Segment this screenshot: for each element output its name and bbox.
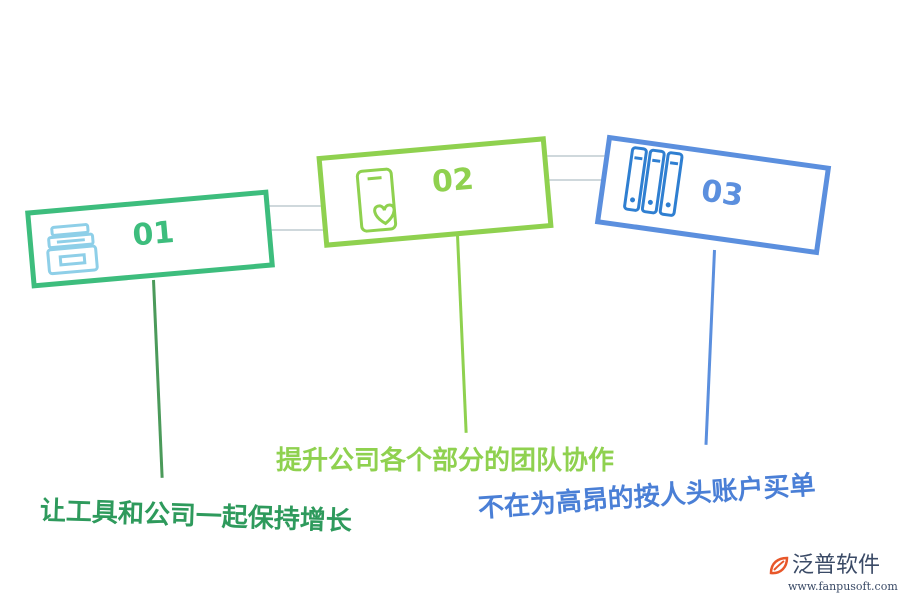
step-card-02: 02 [316, 136, 554, 248]
brand-name: 泛普软件 [792, 553, 881, 578]
stem-03 [704, 249, 716, 445]
inbox-tray-icon [46, 223, 99, 276]
brand-url: www.fanpusoft.com [788, 580, 898, 593]
step-caption-01: 让工具和公司一起保持增长 [39, 496, 353, 537]
step-card-01: 01 [25, 189, 275, 289]
brand-logo-icon [769, 556, 789, 575]
stem-02 [456, 234, 468, 433]
step-number: 03 [699, 173, 746, 214]
brand-logo: 泛普软件 www.fanpusoft.com [768, 553, 898, 593]
phone-heart-icon [355, 167, 398, 233]
step-card-03: 03 [594, 134, 832, 256]
stem-01 [152, 279, 164, 478]
binders-icon [623, 146, 684, 217]
step-number: 02 [430, 161, 476, 201]
step-caption-02: 提升公司各个部分的团队协作 [276, 446, 615, 476]
step-number: 01 [131, 214, 176, 254]
